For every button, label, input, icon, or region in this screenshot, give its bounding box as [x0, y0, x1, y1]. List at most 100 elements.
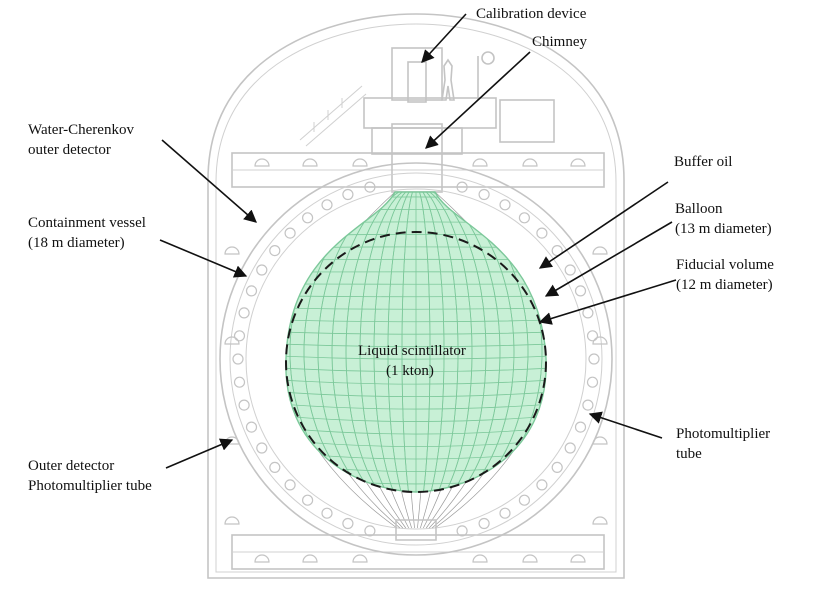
arrow-pmt — [588, 411, 663, 439]
pmt — [551, 461, 563, 473]
pmt — [456, 181, 468, 193]
outer-pmt — [352, 158, 368, 167]
pmt — [302, 494, 314, 506]
photomultiplier-tubes — [232, 181, 600, 537]
pmt — [302, 212, 314, 224]
outer-pmt — [592, 516, 608, 525]
label-pmt-line1: Photomultiplier — [676, 426, 771, 442]
outer-pmt — [254, 158, 270, 167]
arrow-calibration — [421, 13, 467, 63]
label-chimney-text: Chimney — [532, 34, 587, 50]
outer-pmt — [522, 554, 538, 563]
label-containment-vessel: Containment vessel (18 m diameter) — [28, 213, 146, 253]
outer-pmt — [570, 158, 586, 167]
pmt — [574, 421, 587, 433]
pmt — [564, 442, 576, 454]
stairs — [299, 85, 367, 147]
pmt — [586, 376, 599, 388]
label-calibration-device: Calibration device — [476, 4, 586, 24]
label-buffer-oil: Buffer oil — [674, 152, 732, 172]
label-water-cherenkov-line1: Water-Cherenkov — [28, 122, 134, 138]
label-calibration-device-text: Calibration device — [476, 6, 587, 22]
pmt — [364, 181, 376, 193]
bottom-support — [395, 519, 437, 541]
outer-pmt — [302, 554, 318, 563]
pmt — [499, 507, 511, 519]
pmt — [245, 285, 258, 297]
outer-tank-inner — [215, 23, 617, 573]
pmt — [456, 525, 468, 537]
callout-arrows — [159, 13, 677, 469]
label-outer-pmt-line2: Photomultiplier tube — [28, 478, 152, 494]
pmt — [586, 330, 599, 342]
pmt — [342, 188, 354, 201]
pmt — [536, 227, 548, 239]
pmt — [574, 285, 587, 297]
outer-pmt — [570, 554, 586, 563]
pmt — [564, 264, 576, 276]
label-balloon-line2: (13 m diameter) — [675, 221, 772, 237]
arrow-fiducial — [538, 279, 677, 325]
label-fiducial-line2: (12 m diameter) — [676, 277, 773, 293]
outer-pmt — [224, 516, 240, 525]
pmt — [364, 525, 376, 537]
pmt — [245, 421, 258, 433]
outer-pmt — [592, 246, 608, 255]
label-liquid-scintillator: Liquid scintillator (1 kton) — [358, 341, 466, 381]
pmt — [284, 479, 296, 491]
pmt — [269, 245, 281, 257]
label-outer-pmt-line1: Outer detector — [28, 458, 115, 474]
pmt — [478, 188, 490, 201]
pmt — [499, 199, 511, 211]
pmt — [269, 461, 281, 473]
outer-pmt — [592, 336, 608, 345]
pmt — [284, 227, 296, 239]
label-balloon-line1: Balloon — [675, 201, 723, 217]
outer-pmt — [592, 436, 608, 445]
label-scintillator-line1: Liquid scintillator — [358, 343, 466, 359]
pmt — [588, 353, 600, 365]
arrow-outer-pmt — [165, 438, 234, 469]
label-fiducial-volume: Fiducial volume (12 m diameter) — [676, 255, 774, 295]
pmt — [518, 494, 531, 506]
label-scintillator-line2: (1 kton) — [386, 363, 434, 379]
pmt — [518, 212, 531, 224]
label-fiducial-line1: Fiducial volume — [676, 257, 774, 273]
calibration-structure — [363, 47, 555, 193]
outer-detector-pmts — [224, 158, 608, 563]
label-chimney: Chimney — [532, 32, 587, 52]
label-buffer-oil-text: Buffer oil — [674, 154, 733, 170]
outer-pmt — [254, 554, 270, 563]
arrow-water-cherenkov — [161, 139, 257, 223]
pmt — [256, 442, 268, 454]
arrow-balloon — [544, 221, 673, 297]
pmt — [238, 307, 250, 319]
pmt — [536, 479, 548, 491]
pmt — [342, 517, 354, 530]
pmt — [582, 399, 594, 411]
pmt — [238, 399, 250, 411]
arrow-buffer-oil — [538, 181, 669, 269]
pmt — [582, 307, 594, 319]
label-outer-detector-pmt: Outer detector Photomultiplier tube — [28, 456, 152, 496]
pmt — [232, 353, 244, 365]
pmt — [233, 330, 246, 342]
outer-pmt — [522, 158, 538, 167]
outer-pmt — [472, 554, 488, 563]
outer-tank — [207, 13, 625, 579]
label-containment-line1: Containment vessel — [28, 215, 146, 231]
outer-pmt — [472, 158, 488, 167]
arrow-containment — [159, 239, 248, 278]
label-containment-line2: (18 m diameter) — [28, 235, 125, 251]
outer-pmt — [302, 158, 318, 167]
pmt — [478, 517, 490, 530]
pmt — [233, 376, 246, 388]
label-water-cherenkov-line2: outer detector — [28, 142, 111, 158]
fiducial-volume — [285, 231, 547, 493]
outer-pmt — [224, 336, 240, 345]
label-water-cherenkov: Water-Cherenkov outer detector — [28, 120, 134, 160]
chimney-body — [391, 123, 443, 193]
label-photomultiplier-tube: Photomultiplier tube — [676, 424, 770, 464]
